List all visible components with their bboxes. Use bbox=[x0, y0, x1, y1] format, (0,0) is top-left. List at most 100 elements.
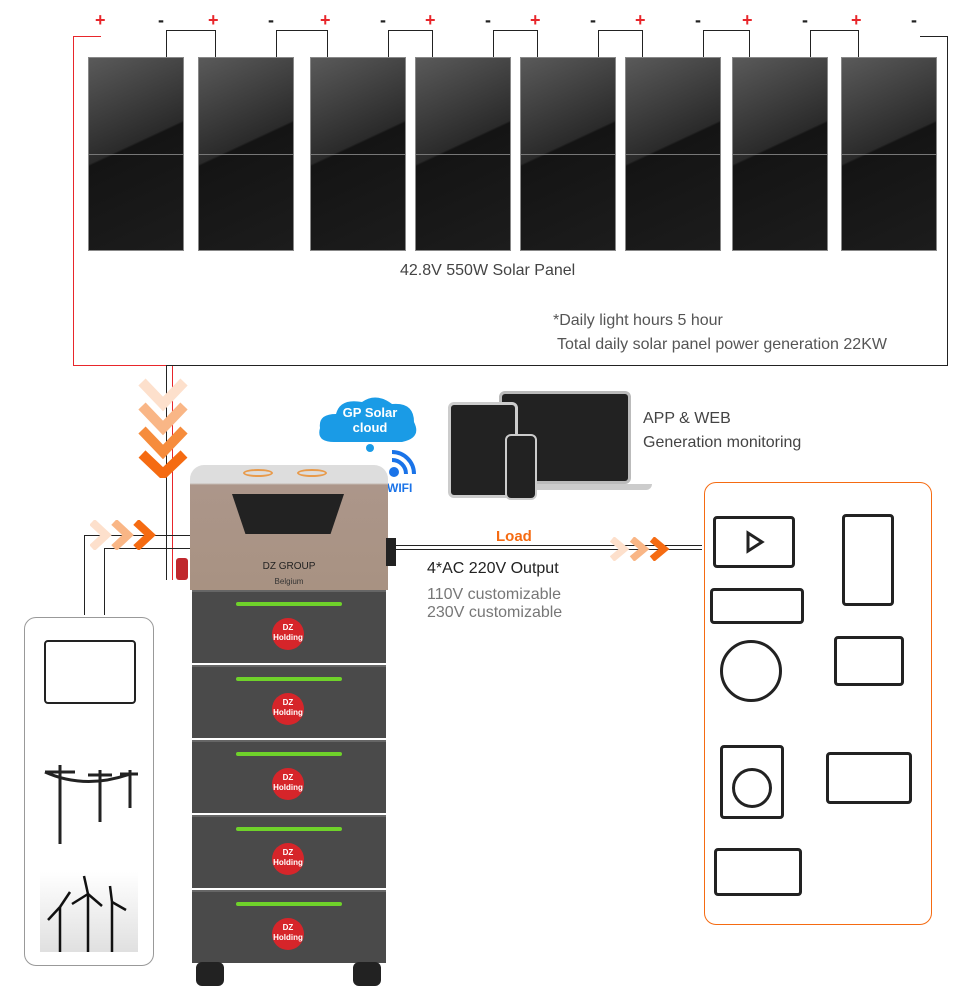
status-led bbox=[236, 752, 342, 756]
series-wire bbox=[166, 30, 216, 57]
red-connector bbox=[176, 558, 188, 580]
positive-terminal-label: + bbox=[95, 10, 106, 30]
battery-origin: Belgium bbox=[274, 577, 304, 586]
negative-terminal-label: - bbox=[158, 10, 164, 30]
laptop-base-icon bbox=[486, 484, 652, 490]
air-conditioner-icon bbox=[710, 588, 804, 624]
positive-terminal-label: + bbox=[320, 10, 331, 30]
solar-panel bbox=[520, 57, 616, 251]
load-label: Load bbox=[496, 528, 532, 545]
status-led bbox=[236, 602, 342, 606]
negative-wire bbox=[166, 36, 948, 366]
output-option-230v: 230V customizable bbox=[427, 604, 563, 621]
wifi-label: WIFI bbox=[387, 481, 413, 495]
series-wire bbox=[493, 30, 538, 57]
wheel-icon bbox=[353, 962, 381, 986]
negative-terminal-label: - bbox=[590, 10, 596, 30]
wifi-icon bbox=[389, 450, 416, 477]
output-connector bbox=[386, 538, 396, 566]
right-arrow-icon bbox=[610, 537, 670, 561]
sources-box bbox=[24, 617, 154, 966]
logo-text: DZ bbox=[282, 773, 294, 782]
positive-terminal-label: + bbox=[851, 10, 862, 30]
series-wire bbox=[810, 30, 859, 57]
monitoring-title: APP & WEB bbox=[643, 410, 731, 427]
solar-panel bbox=[732, 57, 828, 251]
solar-panel-label: 42.8V 550W Solar Panel bbox=[400, 262, 576, 279]
solar-panel bbox=[88, 57, 184, 251]
phone-icon bbox=[505, 434, 537, 500]
right-arrow-icon bbox=[90, 520, 156, 550]
positive-terminal-label: + bbox=[208, 10, 219, 30]
monitoring-subtitle: Generation monitoring bbox=[643, 434, 802, 451]
solar-panel bbox=[841, 57, 937, 251]
printer-icon bbox=[714, 848, 802, 896]
positive-terminal-label: + bbox=[635, 10, 646, 30]
status-led bbox=[236, 827, 342, 831]
positive-terminal-label: + bbox=[425, 10, 436, 30]
battery-brand: DZ GROUP bbox=[262, 561, 316, 572]
desktop-computer-icon bbox=[834, 636, 904, 686]
negative-wire bbox=[920, 36, 948, 37]
positive-terminal-label: + bbox=[742, 10, 753, 30]
solar-panel bbox=[198, 57, 294, 251]
logo-text: Holding bbox=[273, 633, 303, 642]
series-wire bbox=[598, 30, 643, 57]
down-arrow-icon bbox=[138, 378, 188, 478]
wheel-icon bbox=[196, 962, 224, 986]
top-port-icon bbox=[243, 469, 273, 477]
cloud-label: GP Solar cloud bbox=[330, 405, 410, 435]
power-grid-icon bbox=[44, 765, 138, 844]
logo-text: Holding bbox=[273, 783, 303, 792]
positive-terminal-label: + bbox=[530, 10, 541, 30]
negative-terminal-label: - bbox=[802, 10, 808, 30]
output-option-110v: 110V customizable bbox=[427, 586, 561, 603]
output-title: 4*AC 220V Output bbox=[427, 560, 559, 577]
source-wire bbox=[84, 535, 190, 615]
cloud-label-line1: GP Solar bbox=[342, 405, 398, 420]
tv-icon bbox=[713, 516, 795, 568]
series-wire bbox=[703, 30, 750, 57]
negative-terminal-label: - bbox=[380, 10, 386, 30]
solar-panel bbox=[415, 57, 511, 251]
solar-panel bbox=[625, 57, 721, 251]
generation-note: Total daily solar panel power generation… bbox=[557, 336, 887, 353]
negative-terminal-label: - bbox=[268, 10, 274, 30]
logo-text: DZ bbox=[282, 623, 294, 632]
laptop-icon bbox=[826, 752, 912, 804]
positive-wire bbox=[73, 365, 173, 580]
wind-turbine-icon bbox=[40, 872, 138, 952]
negative-terminal-label: - bbox=[695, 10, 701, 30]
negative-terminal-label: - bbox=[911, 10, 917, 30]
loads-box bbox=[704, 482, 932, 925]
logo-text: Holding bbox=[273, 708, 303, 717]
status-led bbox=[236, 902, 342, 906]
fan-icon bbox=[720, 640, 782, 702]
positive-wire bbox=[73, 36, 101, 366]
logo-text: DZ bbox=[282, 698, 294, 707]
negative-terminal-label: - bbox=[485, 10, 491, 30]
series-wire bbox=[388, 30, 433, 57]
display-screen bbox=[232, 494, 344, 534]
cloud-icon bbox=[319, 397, 417, 452]
logo-text: DZ bbox=[282, 848, 294, 857]
logo-text: DZ bbox=[282, 923, 294, 932]
solar-panel bbox=[310, 57, 406, 251]
output-line bbox=[396, 545, 702, 550]
generator-icon bbox=[44, 640, 136, 704]
logo-text: Holding bbox=[273, 933, 303, 942]
fridge-icon bbox=[842, 514, 894, 606]
daylight-note: *Daily light hours 5 hour bbox=[553, 312, 723, 329]
series-wire bbox=[276, 30, 328, 57]
status-led bbox=[236, 677, 342, 681]
